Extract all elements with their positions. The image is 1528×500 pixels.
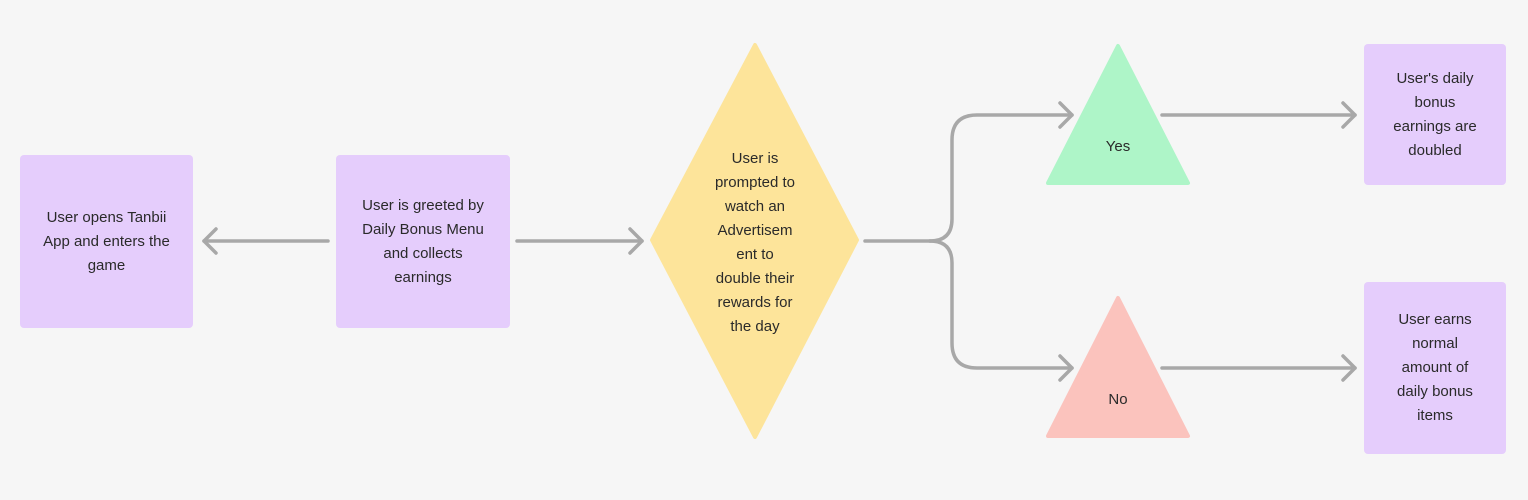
no-triangle — [1046, 296, 1190, 438]
arrow-greeted-to-decision — [515, 227, 644, 255]
node-start-line: App and enters the — [43, 232, 170, 250]
arrow-no-to-normal — [1160, 354, 1357, 382]
connector-decision-branch — [863, 113, 1074, 370]
node-start: User opens Tanbii App and enters the gam… — [20, 155, 193, 328]
node-decision-line: Advertisem — [717, 222, 793, 239]
node-greeted-line: earnings — [394, 268, 452, 286]
node-yes-label: Yes — [1105, 138, 1131, 155]
node-start-line: game — [87, 256, 126, 274]
node-normal: User earns normal amount of daily bonus … — [1364, 282, 1506, 454]
node-doubled-line: bonus — [1414, 93, 1456, 111]
node-decision-line: prompted to — [714, 174, 796, 191]
node-greeted-line: and collects — [383, 244, 463, 262]
node-doubled-line: doubled — [1408, 141, 1462, 159]
node-greeted: User is greeted by Daily Bonus Menu and … — [336, 155, 510, 328]
node-decision-line: the day — [730, 318, 780, 335]
node-normal-line: normal — [1412, 335, 1458, 352]
node-doubled-line: User's daily — [1396, 69, 1474, 87]
node-normal-line: User earns — [1398, 311, 1472, 328]
node-decision-line: User is — [731, 150, 779, 167]
arrow-yes-to-doubled — [1160, 101, 1357, 129]
node-no-label: No — [1108, 391, 1128, 408]
node-normal-line: daily bonus — [1397, 383, 1473, 400]
node-doubled: User's daily bonus earnings are doubled — [1364, 44, 1506, 185]
node-greeted-line: User is greeted by — [362, 196, 484, 214]
node-decision-line: double their — [715, 270, 795, 287]
node-greeted-line: Daily Bonus Menu — [362, 220, 484, 238]
node-normal-line: amount of — [1401, 359, 1469, 376]
node-doubled-line: earnings are — [1393, 117, 1477, 135]
node-decision-label: User is prompted to watch an Advertisem … — [680, 147, 830, 339]
node-start-line: User opens Tanbii — [46, 208, 167, 226]
node-decision-line: watch an — [724, 198, 786, 215]
decision-diamond — [650, 43, 859, 439]
node-decision-line: rewards for — [717, 294, 793, 311]
arrow-to-yes — [1058, 101, 1074, 129]
arrow-greeted-to-start — [202, 227, 330, 255]
yes-triangle — [1046, 44, 1190, 185]
node-normal-line: items — [1417, 407, 1453, 424]
node-decision-line: ent to — [736, 246, 774, 263]
arrow-to-no — [1058, 354, 1074, 382]
